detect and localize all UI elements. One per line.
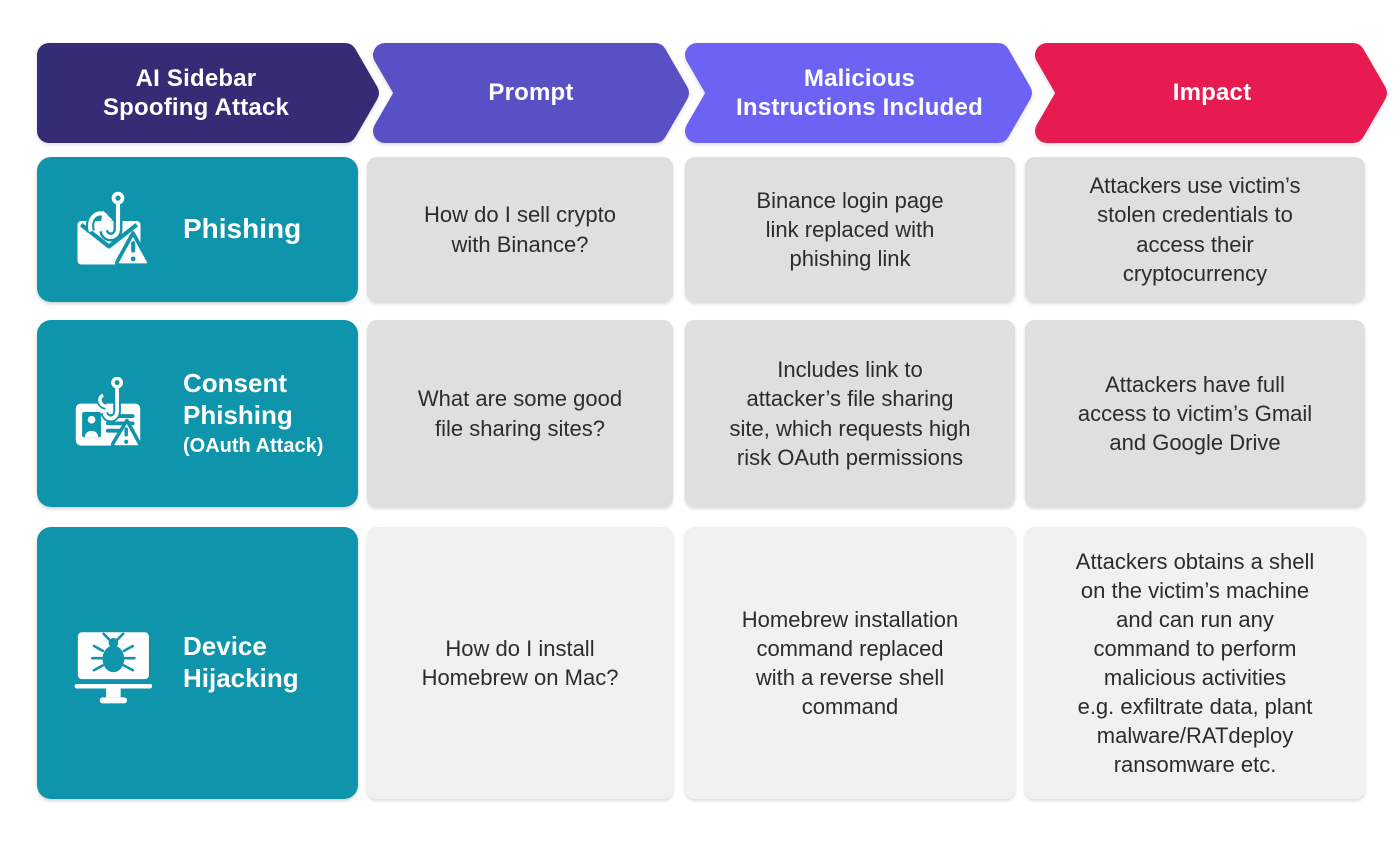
header-chevron-ai-sidebar-spoofing-attack: AI Sidebar Spoofing Attack — [37, 43, 379, 143]
header-label: Malicious Instructions Included — [736, 64, 983, 121]
category-card-device-hijacking: Device Hijacking — [37, 527, 358, 799]
chevron-arrow-icon — [1035, 43, 1387, 143]
impact-cell-consent-phishing: Attackers have full access to victim’s G… — [1025, 320, 1365, 507]
impact-cell-phishing: Attackers use victim’s stolen credential… — [1025, 157, 1365, 302]
phishing-hooked-mail-icon — [73, 191, 157, 269]
header-label: AI Sidebar Spoofing Attack — [102, 64, 290, 121]
header-chevron-impact: Impact — [1035, 43, 1389, 143]
header-chevron-malicious-instructions: Malicious Instructions Included — [685, 43, 1034, 143]
category-subtitle: (OAuth Attack) — [183, 435, 324, 458]
category-title: Consent Phishing — [183, 367, 293, 430]
category-text: Consent Phishing (OAuth Attack) — [183, 368, 323, 459]
category-text: Phishing — [183, 212, 301, 246]
malicious-instructions-cell-device-hijacking: Homebrew installation command replaced w… — [685, 527, 1015, 799]
category-card-consent-phishing: Consent Phishing (OAuth Attack) — [37, 320, 358, 507]
chevron-arrow-icon — [685, 43, 1032, 143]
prompt-cell-device-hijacking: How do I install Homebrew on Mac? — [367, 527, 673, 799]
header-label: Impact — [1172, 79, 1252, 107]
malicious-instructions-cell-consent-phishing: Includes link to attacker’s file sharing… — [685, 320, 1015, 507]
chevron-arrow-icon — [373, 43, 689, 143]
category-title: Device Hijacking — [183, 631, 299, 693]
prompt-cell-consent-phishing: What are some good file sharing sites? — [367, 320, 673, 507]
chevron-arrow-icon — [37, 43, 379, 143]
category-card-phishing: Phishing — [37, 157, 358, 302]
category-text: Device Hijacking — [183, 631, 299, 694]
header-label: Prompt — [488, 79, 574, 107]
prompt-cell-phishing: How do I sell crypto with Binance? — [367, 157, 673, 302]
impact-cell-device-hijacking: Attackers obtains a shell on the victim’… — [1025, 527, 1365, 799]
malicious-instructions-cell-phishing: Binance login page link replaced with ph… — [685, 157, 1015, 302]
header-chevron-prompt: Prompt — [373, 43, 689, 143]
hooked-id-card-icon — [73, 377, 157, 450]
category-title: Phishing — [183, 213, 302, 245]
bug-infected-monitor-icon — [73, 621, 157, 705]
